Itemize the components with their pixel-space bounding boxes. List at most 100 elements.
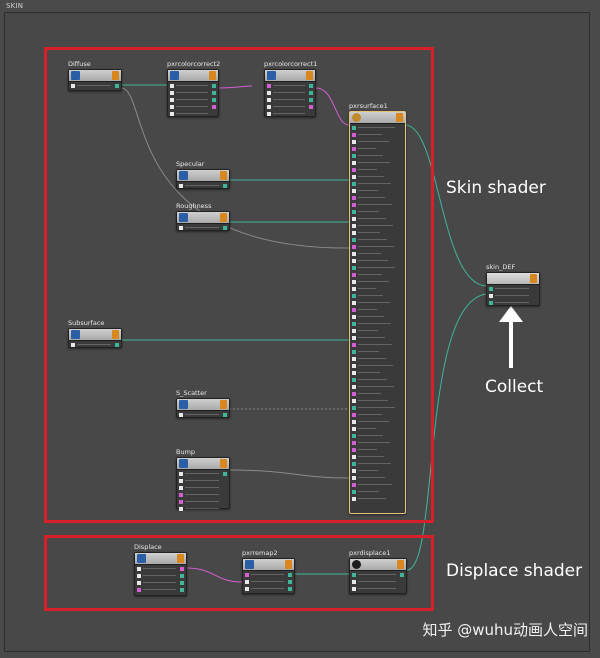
node-s-scatter[interactable]: S_Scatter xyxy=(176,389,230,418)
attribute-row[interactable] xyxy=(352,174,403,180)
texture-icon xyxy=(179,171,188,180)
attribute-row[interactable] xyxy=(352,461,403,467)
attribute-row[interactable] xyxy=(352,405,403,411)
node-title: S_Scatter xyxy=(176,389,207,397)
attribute-row[interactable] xyxy=(352,132,403,138)
node-pxrcolorcorrect1[interactable]: pxrcolorcorrect1 xyxy=(264,60,317,117)
attribute-row[interactable] xyxy=(352,363,403,369)
attribute-row[interactable] xyxy=(352,349,403,355)
texture-icon xyxy=(71,71,80,80)
node-diffuse[interactable]: Diffuse xyxy=(68,60,122,91)
attribute-row[interactable] xyxy=(352,293,403,299)
attribute-row[interactable] xyxy=(352,433,403,439)
attribute-row[interactable] xyxy=(352,454,403,460)
attribute-row[interactable] xyxy=(352,342,403,348)
attribute-row[interactable] xyxy=(352,391,403,397)
attribute-row[interactable] xyxy=(352,167,403,173)
attribute-row[interactable] xyxy=(352,188,403,194)
attribute-row[interactable] xyxy=(352,258,403,264)
node-title: pxrcolorcorrect2 xyxy=(167,60,221,68)
attribute-row[interactable] xyxy=(352,279,403,285)
attribute-row[interactable] xyxy=(352,447,403,453)
node-pxrcolorcorrect2[interactable]: pxrcolorcorrect2 xyxy=(167,60,220,117)
surface-icon xyxy=(352,113,361,122)
texture-icon xyxy=(71,330,80,339)
attribute-row[interactable] xyxy=(352,440,403,446)
node-specular[interactable]: Specular xyxy=(176,160,230,189)
attribute-row[interactable] xyxy=(352,195,403,201)
attribute-row[interactable] xyxy=(352,181,403,187)
collect-arrow-icon xyxy=(499,306,523,368)
thumbnail-icon xyxy=(397,560,404,569)
node-title: Specular xyxy=(176,160,205,168)
attribute-row[interactable] xyxy=(352,398,403,404)
attribute-row[interactable] xyxy=(352,426,403,432)
skin-shader-label: Skin shader xyxy=(446,178,546,198)
attribute-row[interactable] xyxy=(352,251,403,257)
attribute-row[interactable] xyxy=(352,328,403,334)
node-title: skin_DEF xyxy=(486,263,516,271)
attribute-row[interactable] xyxy=(352,265,403,271)
node-skin-def[interactable]: skin_DEF xyxy=(486,263,540,306)
collect-label: Collect xyxy=(485,377,544,397)
node-title: pxrsurface1 xyxy=(349,102,388,110)
attribute-row[interactable] xyxy=(352,496,403,502)
attribute-row[interactable] xyxy=(352,321,403,327)
node-pxrdisplace1[interactable]: pxrdisplace1 xyxy=(349,549,407,594)
attribute-row[interactable] xyxy=(352,230,403,236)
node-title: Displace xyxy=(134,543,162,551)
node-title: pxrcolorcorrect1 xyxy=(264,60,318,68)
attribute-row[interactable] xyxy=(352,139,403,145)
attribute-row[interactable] xyxy=(352,209,403,215)
node-subsurface[interactable]: Subsurface xyxy=(68,319,122,348)
attribute-row[interactable] xyxy=(352,125,403,131)
displace-icon xyxy=(352,560,361,569)
watermark: 知乎 @wuhu动画人空间 xyxy=(422,621,588,639)
attribute-row[interactable] xyxy=(352,475,403,481)
attribute-row[interactable] xyxy=(352,153,403,159)
thumbnail-icon xyxy=(220,213,227,222)
attribute-row[interactable] xyxy=(352,377,403,383)
attribute-row[interactable] xyxy=(352,286,403,292)
node-pxrremap2[interactable]: pxrremap2 xyxy=(242,549,295,594)
attribute-row[interactable] xyxy=(352,272,403,278)
attribute-row[interactable] xyxy=(352,223,403,229)
thumbnail-icon xyxy=(209,71,216,80)
surface-attribute-list xyxy=(350,125,405,502)
node-bump[interactable]: Bump xyxy=(176,448,230,511)
thumbnail-icon xyxy=(285,560,292,569)
attribute-row[interactable] xyxy=(352,307,403,313)
node-title: Bump xyxy=(176,448,196,456)
attribute-row[interactable] xyxy=(352,370,403,376)
attribute-row[interactable] xyxy=(352,412,403,418)
attribute-row[interactable] xyxy=(352,468,403,474)
colorcorrect-icon xyxy=(267,71,276,80)
node-roughness[interactable]: Roughness xyxy=(176,202,230,231)
attribute-row[interactable] xyxy=(352,216,403,222)
node-pxrsurface1[interactable]: pxrsurface1 xyxy=(349,102,406,514)
attribute-row[interactable] xyxy=(352,237,403,243)
attribute-row[interactable] xyxy=(352,419,403,425)
node-displace[interactable]: Displace xyxy=(134,543,187,596)
attribute-row[interactable] xyxy=(352,202,403,208)
remap-icon xyxy=(245,560,254,569)
thumbnail-icon xyxy=(220,171,227,180)
attribute-row[interactable] xyxy=(352,335,403,341)
attribute-row[interactable] xyxy=(352,300,403,306)
attribute-row[interactable] xyxy=(352,482,403,488)
node-title: Diffuse xyxy=(68,60,91,68)
texture-icon xyxy=(137,554,146,563)
thumbnail-icon xyxy=(530,274,537,283)
attribute-row[interactable] xyxy=(352,356,403,362)
attribute-row[interactable] xyxy=(352,314,403,320)
attribute-row[interactable] xyxy=(352,384,403,390)
attribute-row[interactable] xyxy=(352,489,403,495)
thumbnail-icon xyxy=(112,71,119,80)
attribute-row[interactable] xyxy=(352,160,403,166)
node-title: Roughness xyxy=(176,202,212,210)
attribute-row[interactable] xyxy=(352,244,403,250)
thumbnail-icon xyxy=(306,71,313,80)
attribute-row[interactable] xyxy=(352,146,403,152)
